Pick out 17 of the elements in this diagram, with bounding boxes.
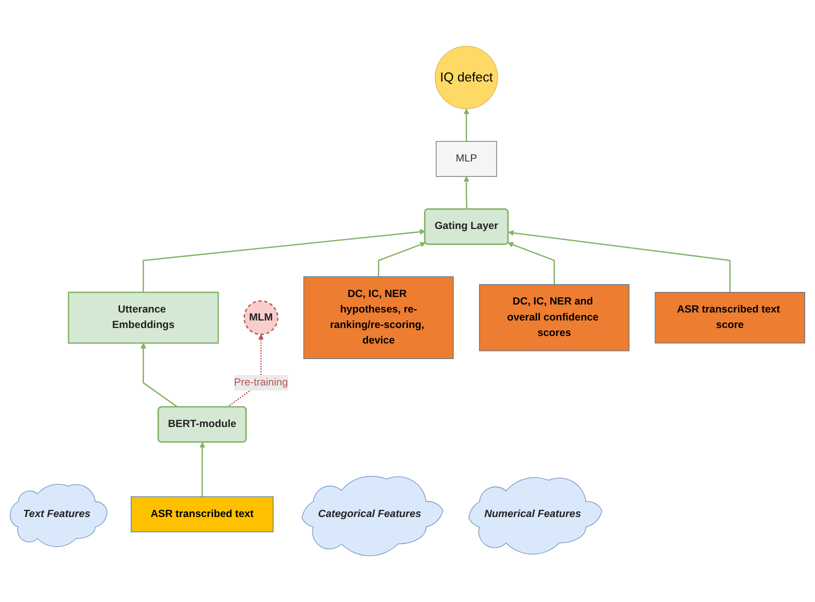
node-box: DC, IC, NER and overall confidence scores — [479, 284, 630, 352]
node-box: DC, IC, NER hypotheses, re-ranking/re-scoring, device — [303, 276, 454, 360]
arrow — [378, 242, 426, 277]
arrow — [464, 176, 470, 210]
node-box: ASR transcribed text — [130, 496, 274, 532]
edge-label: Pre-training — [234, 376, 288, 388]
arrow — [142, 228, 426, 292]
arrow — [464, 108, 470, 142]
node-circle: IQ defect — [434, 46, 498, 110]
node-circle: MLM — [244, 300, 278, 336]
node-box: MLP — [436, 141, 497, 177]
arrow — [200, 442, 206, 497]
arrow — [508, 230, 731, 292]
node-box: ASR transcribed text score — [654, 292, 806, 344]
arrow — [508, 242, 555, 284]
node-box: Utterance Embeddings — [68, 292, 219, 344]
arrow — [140, 342, 178, 408]
